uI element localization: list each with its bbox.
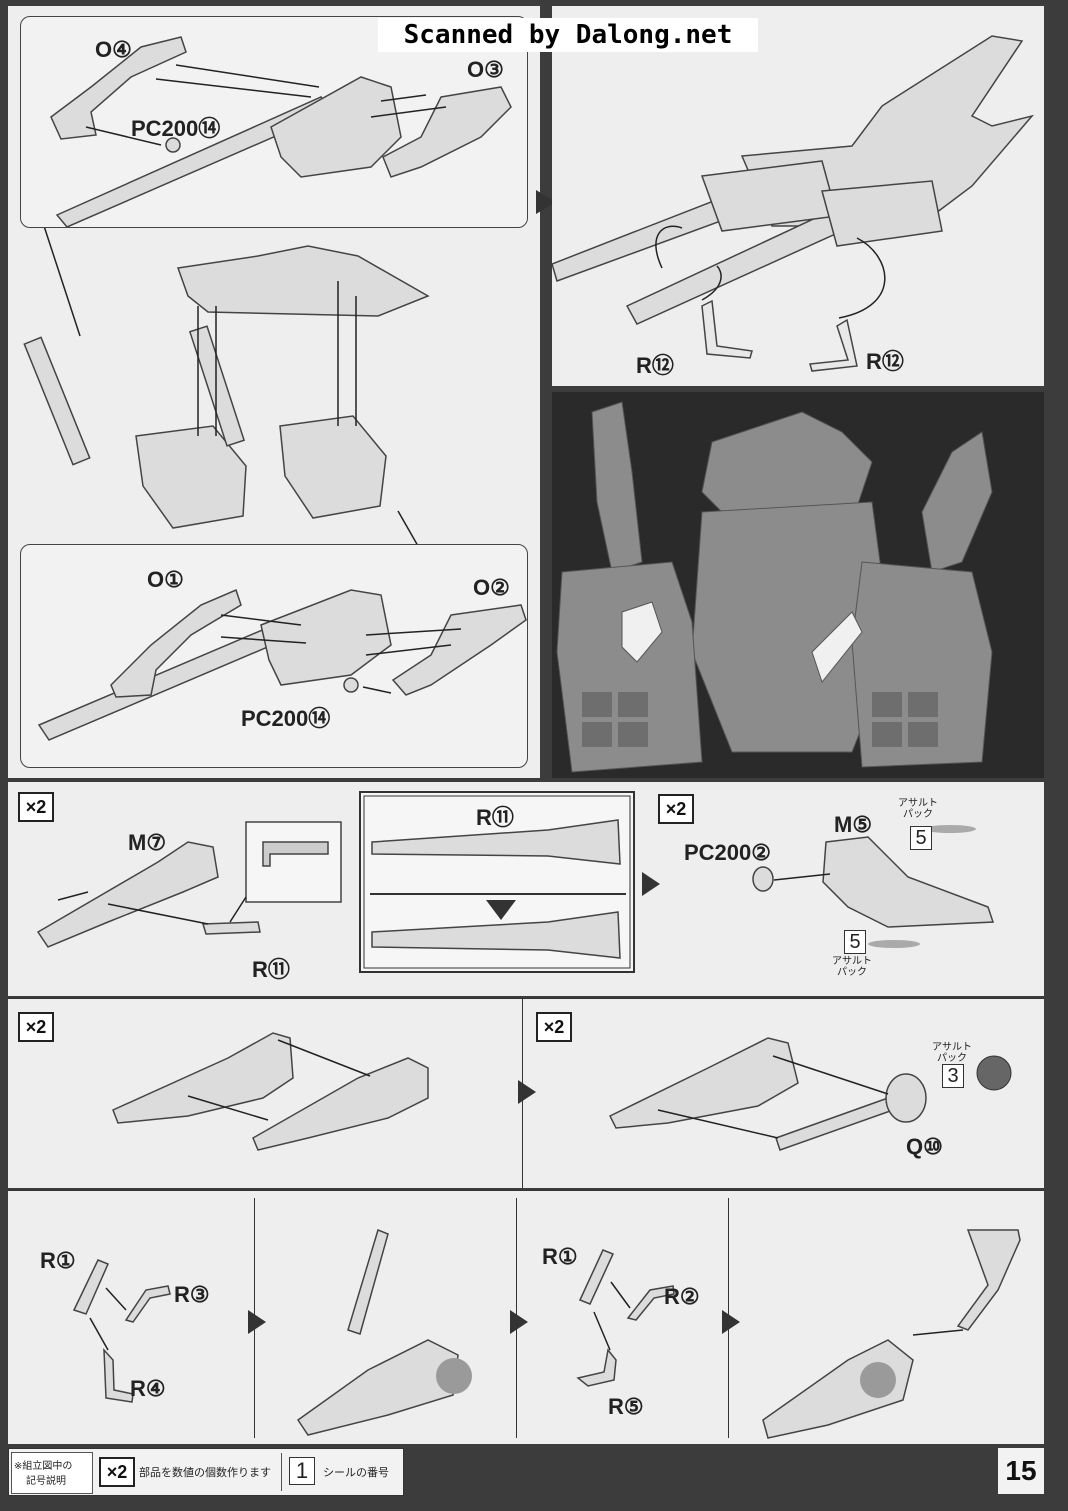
part-label-r1-a: R①	[40, 1248, 76, 1273]
multiplier-badge: ×2	[18, 792, 54, 822]
watermark-text: Scanned by Dalong.net	[378, 18, 758, 52]
part-label-pc200-2: PC200②	[684, 840, 771, 865]
part-label-pc200-14: PC200⑭	[131, 116, 221, 141]
top-inset-drawing	[50, 36, 512, 227]
legend-sticker-text: シールの番号	[323, 1466, 389, 1479]
row1-drawing	[36, 791, 995, 973]
part-label-r11: R⑪	[252, 957, 290, 982]
sticker-caption-top: アサルトパック	[898, 798, 938, 820]
gun-assembly-drawing	[23, 225, 430, 547]
multiplier-badge-right: ×2	[658, 794, 694, 824]
part-label-m5: M⑤	[834, 812, 873, 837]
row3-drawing	[72, 1228, 1021, 1439]
bottom-inset-box: O① O② PC200⑭	[20, 544, 528, 768]
multiplier-badge-row2-left: ×2	[18, 1012, 54, 1042]
row2-drawing	[112, 1032, 1012, 1151]
part-label-r5-b: R⑤	[608, 1394, 644, 1419]
model-photo	[552, 392, 1044, 778]
multiplier-badge-row2-right: ×2	[536, 1012, 572, 1042]
row3-divider	[8, 1190, 1044, 1191]
gundam-photo-silhouette	[556, 401, 993, 773]
legend-multiplier-text: 部品を数値の個数作ります	[139, 1466, 271, 1479]
legend-bar: ※組立図中の 記号説明 ×2 部品を数値の個数作ります 1 シールの番号	[8, 1448, 404, 1496]
page-number: 15	[998, 1448, 1044, 1494]
top-right-panel: R⑫ R⑫	[552, 6, 1044, 386]
part-label-o4: O④	[95, 37, 132, 62]
sticker-caption-bottom: アサルトパック	[832, 956, 872, 978]
legend-separator	[281, 1453, 282, 1491]
part-label-r1-b: R①	[542, 1244, 578, 1269]
step-row-2: ×2 ×2 アサルトパック 3 Q⑩	[8, 998, 1044, 1188]
part-label-q10: Q⑩	[906, 1134, 943, 1159]
legend-caption-line2: 記号説明	[26, 1476, 66, 1487]
legend-symbol-caption: ※組立図中の 記号説明	[11, 1452, 93, 1494]
legend-multiplier-badge: ×2	[99, 1457, 135, 1487]
step-row-1: ×2 M⑦ R⑪ R⑪ ×2 PC200② M⑤ アサルトパッ	[8, 782, 1044, 996]
step-arrow-icon	[536, 190, 556, 214]
row-divider	[8, 998, 1044, 999]
part-label-o1: O①	[147, 567, 184, 592]
bottom-inset-drawing	[37, 588, 527, 741]
step-row-3: R① R③ R④ R① R② R⑤	[8, 1190, 1044, 1444]
part-label-pc200-14-b: PC200⑭	[241, 706, 331, 731]
legend-caption-line1: ※組立図中の	[14, 1461, 73, 1472]
sticker-number-bottom: 5	[844, 930, 866, 954]
part-label-o3: O③	[467, 57, 504, 82]
top-left-panel: O④ O③ PC200⑭ O① O② PC200⑭	[8, 6, 540, 778]
top-inset-box: O④ O③ PC200⑭	[20, 16, 528, 228]
sticker-number-top: 5	[910, 826, 932, 850]
part-label-m7: M⑦	[128, 830, 167, 855]
part-label-r12-left: R⑫	[636, 353, 674, 378]
mounted-guns-drawing	[552, 35, 1035, 372]
part-label-r2-b: R②	[664, 1284, 700, 1309]
legend-sticker-number: 1	[289, 1457, 315, 1485]
sticker-number-row2: 3	[942, 1064, 964, 1088]
part-label-r4-a: R④	[130, 1376, 166, 1401]
part-label-r12-right: R⑫	[866, 349, 904, 374]
sticker-caption-row2: アサルトパック	[932, 1042, 972, 1064]
inset-part-label-r11: R⑪	[476, 805, 514, 830]
part-label-o2: O②	[473, 575, 510, 600]
part-label-r3-a: R③	[174, 1282, 210, 1307]
